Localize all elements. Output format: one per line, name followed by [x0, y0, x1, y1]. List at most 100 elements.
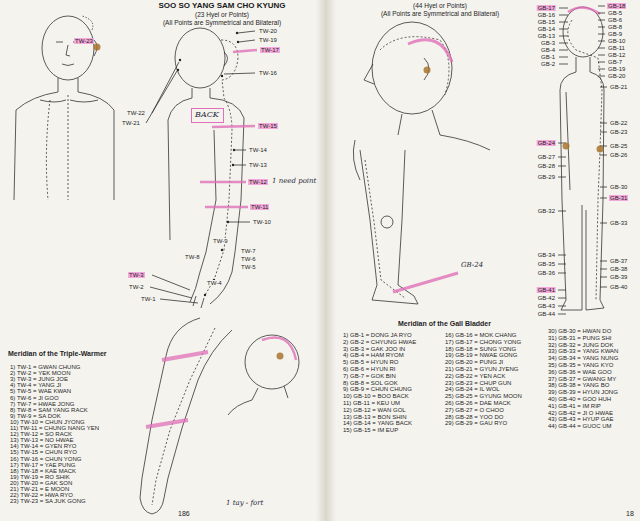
point-list-entry: 17) GB-17 = CHONG YONG	[445, 339, 521, 345]
point-list-entry: 19) GB-19 = NWAE GONG	[445, 352, 517, 358]
point-list-entry: 38) GB-38 = YANG BO	[548, 382, 609, 388]
point-list-entry: 37) GB-37 = GWANG MY	[548, 376, 616, 382]
arm-figure	[146, 352, 208, 427]
body-figure	[597, 146, 604, 153]
point-label: GB-25	[609, 143, 628, 149]
point-label: GB-8	[607, 24, 623, 30]
point-list-entry: 6) TW-6 = JI GOO	[10, 395, 59, 401]
subtitle: (44 Hyel or Points)	[413, 3, 467, 10]
point-label: TW-1	[140, 296, 157, 302]
point-label: TW-8	[184, 254, 201, 260]
point-list-entry: 5) GB-5 = HYUN RO	[343, 359, 399, 365]
point-list-entry: 18) GB-18 = SUNG YONG	[445, 346, 516, 352]
point-label: GB-18	[607, 3, 626, 9]
meridian-caption: Meridian of the Triple-Warmer	[8, 350, 107, 357]
point-list-entry: 10) GB-10 = BOO BACK	[343, 393, 409, 399]
leg-figure	[365, 160, 405, 298]
point-label: TW-11	[250, 204, 269, 210]
point-list-entry: 21) GB-21 = GYUN JYENG	[445, 366, 519, 372]
point-list-entry: 18) TW-18 = KAE MACK	[10, 468, 76, 474]
point-label: TW-21	[121, 120, 141, 126]
point-list-entry: 29) GB-29 = GAU RYO	[445, 420, 507, 426]
subtitle: (23 Hyel or Points)	[195, 12, 249, 19]
subtitle: (All Points are Symmetrical and Bilatera…	[163, 20, 281, 27]
side-figure	[146, 28, 257, 308]
point-label: GB-33	[609, 220, 628, 226]
point-list-entry: 16) GB-16 = MOK CHANG	[445, 332, 517, 338]
body-figure	[600, 87, 607, 287]
point-list-entry: 44) GB-44 = GUOC UM	[548, 423, 612, 429]
point-label: GB-2	[540, 61, 556, 67]
arm-figure	[140, 318, 299, 514]
point-list-entry: 42) GB-42 = JI O HWAE	[548, 410, 613, 416]
leg-figure	[353, 140, 458, 304]
arm-figure	[245, 335, 299, 389]
point-list-entry: 24) GB-24 = IL WOL	[445, 386, 500, 392]
point-label: GB-11	[607, 45, 626, 51]
body-figure	[568, 20, 602, 300]
point-list-entry: 19) TW-19 = RO SHIK	[10, 474, 70, 480]
point-label: TW-10	[252, 219, 272, 225]
point-label: TW-12	[248, 179, 268, 185]
point-list-entry: 13) GB-13 = BON SHIN	[343, 414, 407, 420]
point-label: TW-16	[258, 70, 278, 76]
front-figure	[78, 92, 114, 200]
point-label: GB-4	[540, 47, 556, 53]
point-label: GB-36	[537, 270, 556, 276]
side-figure	[210, 98, 244, 272]
point-label: GB-27	[537, 154, 556, 160]
front-figure	[58, 78, 78, 92]
arm-figure	[140, 498, 164, 514]
point-list-entry: 28) GB-28 = YOO DO	[445, 414, 503, 420]
point-label: GB-31	[609, 195, 628, 201]
point-label: GB-38	[609, 266, 628, 272]
point-label: GB-37	[609, 258, 628, 264]
side-figure	[168, 98, 192, 240]
point-list-entry: 23) TW-23 = SA JUK GONG	[10, 498, 86, 504]
profile-head	[364, 22, 490, 150]
point-list-entry: 6) GB-6 = HYUN RI	[343, 366, 396, 372]
point-list-entry: 3) GB-3 = GAK JOO IN	[343, 346, 405, 352]
point-list-entry: 13) TW-13 = NO HWAE	[10, 437, 73, 443]
point-label: TW-3	[128, 272, 145, 278]
body-figure	[576, 57, 590, 72]
front-figure	[46, 100, 50, 200]
point-label: GB-40	[609, 284, 628, 290]
point-label: GB-23	[609, 129, 628, 135]
point-label: GB-21	[609, 84, 628, 90]
side-figure	[179, 59, 181, 61]
leg-figure	[360, 150, 377, 285]
chart-title: SOO SO YANG SAM CHO KYUNG	[158, 2, 285, 10]
point-list-entry: 9) GB-9 = CHUN CHUNG	[343, 386, 412, 392]
point-list-entry: 12) GB-12 = WAN GOL	[343, 407, 406, 413]
point-label: GB-29	[537, 174, 556, 180]
front-figure	[82, 16, 93, 30]
side-figure	[227, 221, 229, 223]
point-label: GB-26	[609, 152, 628, 158]
point-label: GB-24	[537, 140, 556, 146]
page-number: 186	[178, 510, 190, 517]
point-label: GB-5	[607, 10, 623, 16]
point-label: GB-42	[537, 295, 556, 301]
point-label: TW-7	[240, 248, 257, 254]
point-list-entry: 15) GB-15 = IM EUP	[343, 427, 398, 433]
side-figure	[146, 31, 255, 303]
point-label: GB-20	[607, 73, 626, 79]
point-label: GB-10	[607, 38, 626, 44]
side-figure	[224, 52, 228, 66]
point-list-entry: 2) GB-2 = CHYUNG HWAE	[343, 339, 416, 345]
side-figure	[236, 32, 238, 34]
point-list-entry: 30) GB-30 = HWAN DO	[548, 328, 611, 334]
point-label: TW-14	[248, 147, 268, 153]
side-figure	[205, 40, 238, 295]
point-label: TW-5	[240, 264, 257, 270]
profile-head	[364, 64, 374, 84]
point-list-entry: 1) TW-1 = GWAN CHUNG	[10, 364, 80, 370]
point-label: TW-20	[258, 28, 278, 34]
point-list-entry: 4) GB-4 = HAM RYOM	[343, 352, 404, 358]
point-list-entry: 8) TW-8 = SAM YANG RACK	[10, 407, 88, 413]
profile-head	[424, 67, 431, 74]
point-label: TW-9	[212, 238, 229, 244]
side-figure	[221, 75, 223, 77]
point-label: TW-6	[240, 256, 257, 262]
